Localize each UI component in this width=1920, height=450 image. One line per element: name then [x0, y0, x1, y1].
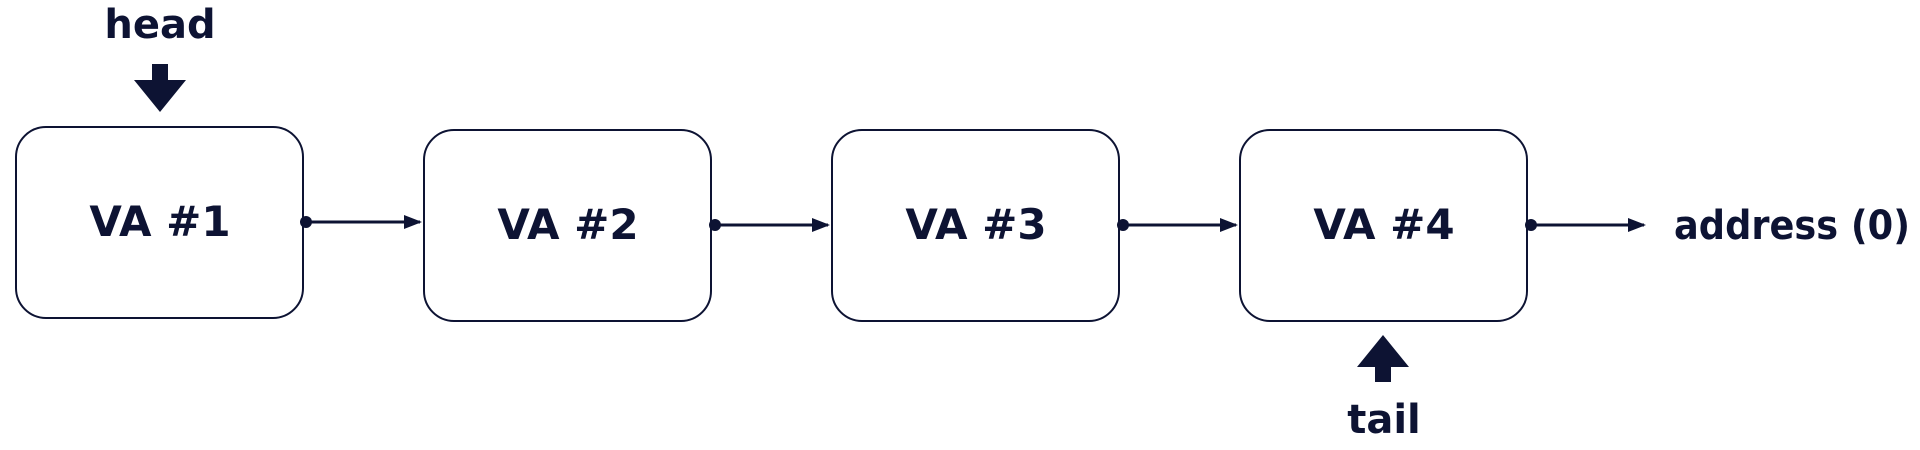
next-link	[1525, 218, 1646, 232]
head-label: head	[104, 2, 215, 48]
list-node: VA #1	[15, 126, 304, 319]
node-label: VA #4	[1313, 200, 1454, 249]
next-link	[1117, 218, 1238, 232]
list-node: VA #3	[831, 129, 1120, 322]
next-link	[300, 215, 422, 229]
next-link	[709, 218, 830, 232]
node-label: VA #3	[905, 200, 1046, 249]
list-node: VA #4	[1239, 129, 1528, 322]
tail-pointer-icon	[1357, 335, 1409, 382]
list-node: VA #2	[423, 129, 712, 322]
node-label: VA #1	[89, 197, 230, 246]
head-pointer-icon	[134, 64, 186, 112]
node-label: VA #2	[497, 200, 638, 249]
tail-label: tail	[1347, 397, 1421, 443]
null-address-label: address (0)	[1674, 203, 1910, 249]
